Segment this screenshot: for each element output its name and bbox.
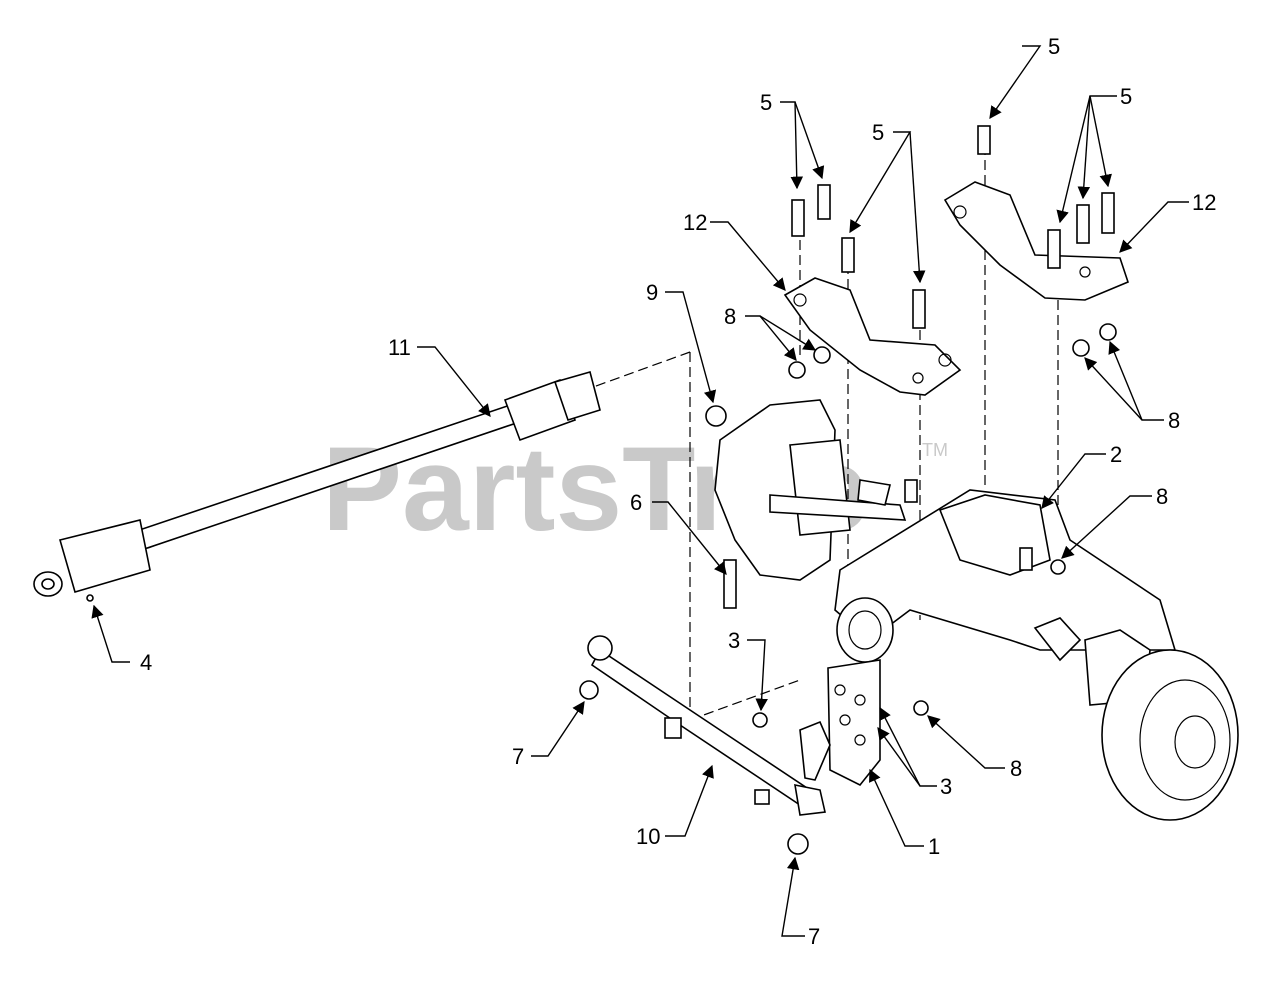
pivot-bracket [827,659,881,787]
callout-9: 9 [646,280,658,305]
callout-6: 6 [630,490,642,515]
steering-gearbox [714,399,918,581]
front-axle [834,489,1239,821]
hardware-fasteners [579,125,1117,855]
callout-10: 10 [636,824,660,849]
mount-bracket-right [943,181,1129,301]
steering-shaft [33,371,601,602]
drag-link [587,635,831,816]
callout-8-upper-right: 8 [1168,408,1180,433]
callout-8-axle: 8 [1156,484,1168,509]
callout-2: 2 [1110,442,1122,467]
callout-labels: 5 5 5 5 12 12 9 8 8 8 8 11 2 6 4 3 3 7 7… [140,34,1216,949]
callout-5-left: 5 [760,90,772,115]
callout-8-upper-left: 8 [724,304,736,329]
callout-3-upper: 3 [728,628,740,653]
callout-5-top: 5 [1048,34,1060,59]
mount-bracket-left [783,277,962,396]
callout-3-lower: 3 [940,774,952,799]
callout-12-right: 12 [1192,190,1216,215]
callout-5-right: 5 [1120,84,1132,109]
callout-4: 4 [140,650,152,675]
callout-7-left: 7 [512,744,524,769]
callout-11: 11 [388,335,411,360]
leader-lines [91,45,1189,937]
callout-12-left: 12 [683,210,707,235]
callout-5-middle: 5 [872,120,884,145]
callout-8-lower: 8 [1010,756,1022,781]
watermark-trademark: TM [922,440,948,460]
callout-1: 1 [928,834,940,859]
callout-7-bottom: 7 [808,924,820,949]
